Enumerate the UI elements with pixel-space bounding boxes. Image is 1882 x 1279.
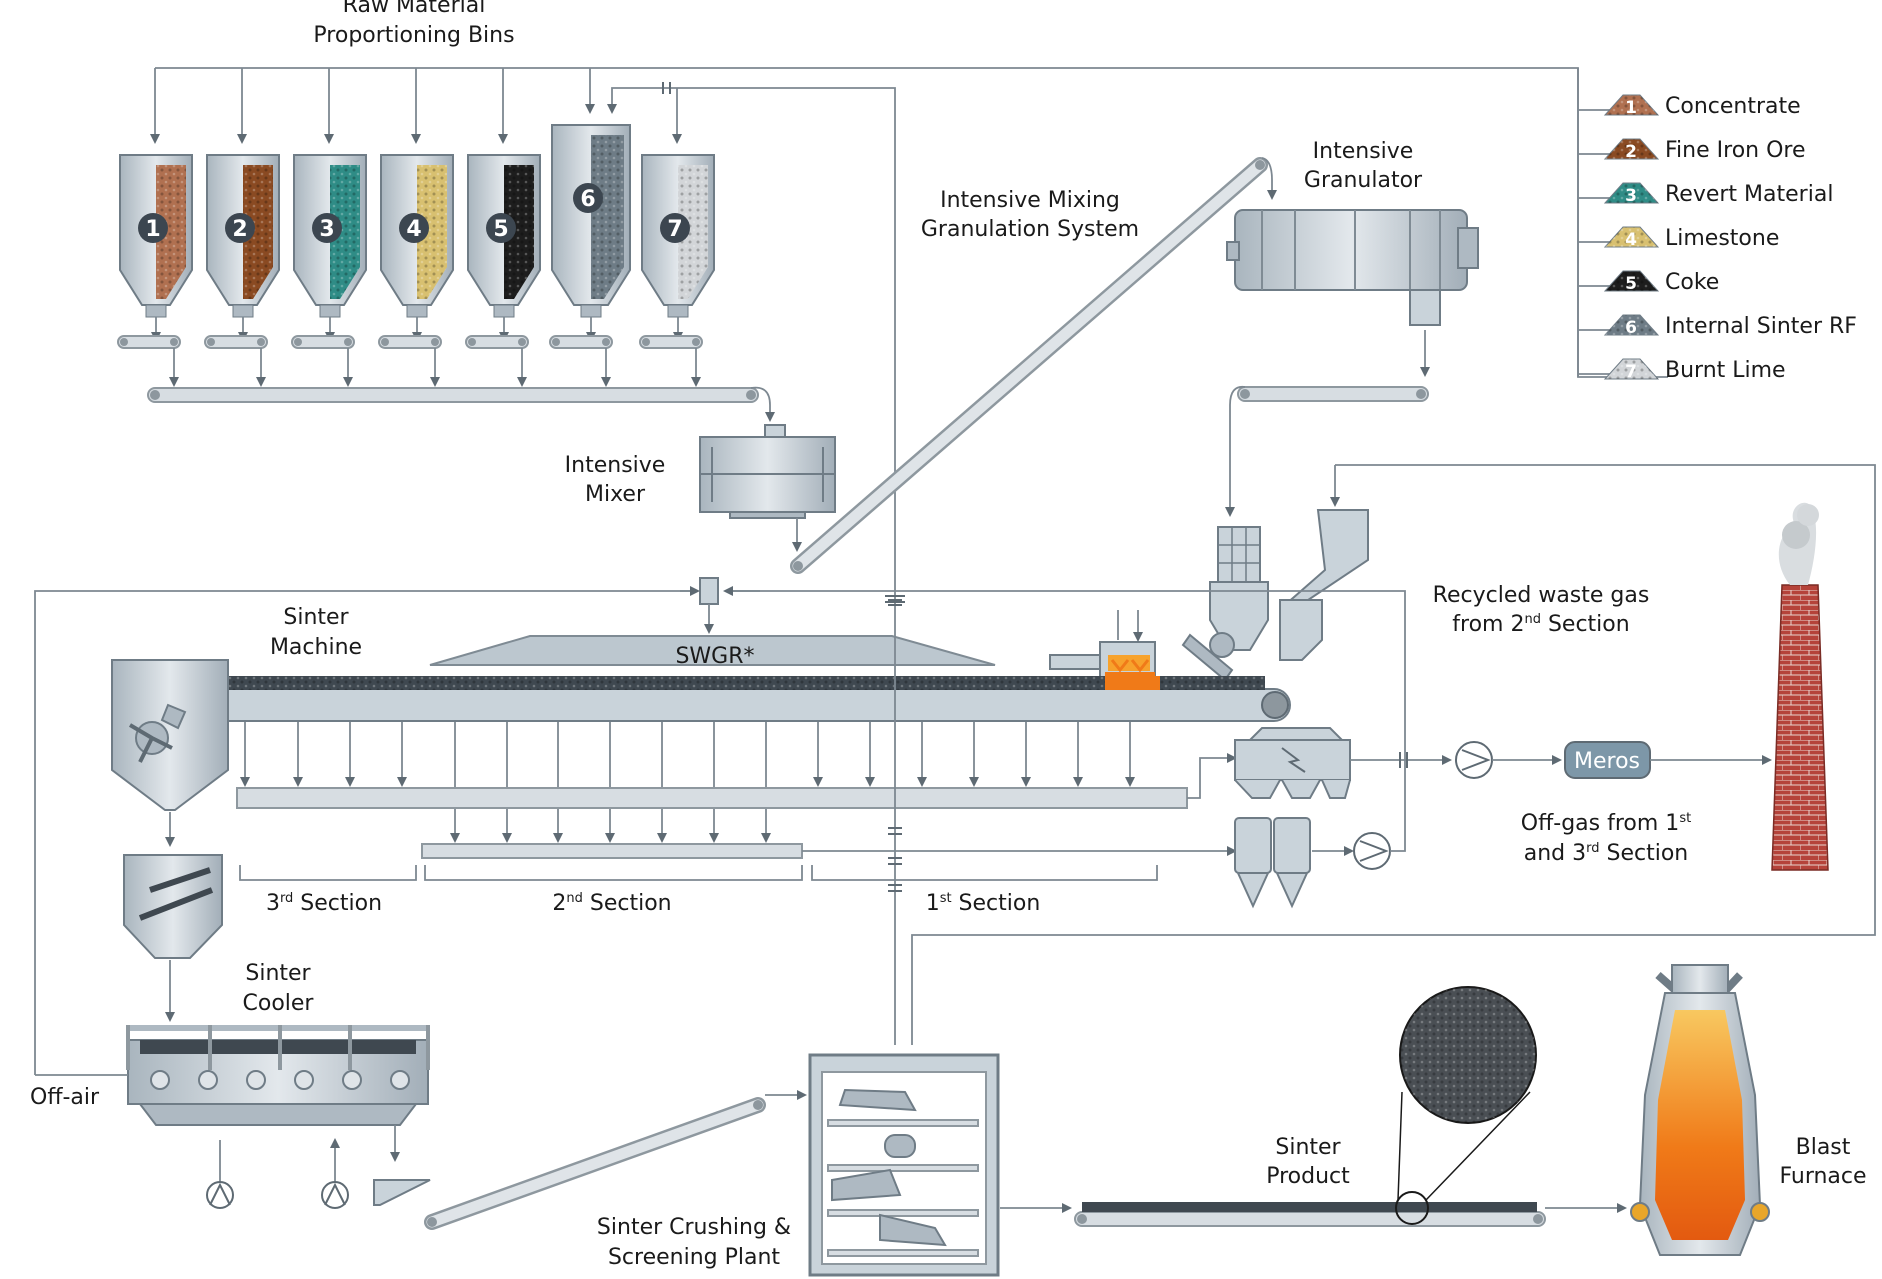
- label-cooler-line1: Sinter: [245, 961, 311, 986]
- blast-furnace: [1630, 964, 1770, 1256]
- sinter-machine: [184, 676, 1291, 722]
- bin-number: 2: [232, 217, 247, 242]
- legend-number: 3: [1625, 186, 1637, 206]
- feed-hoppers: [911, 464, 1876, 1045]
- legend-label: Concentrate: [1665, 94, 1801, 119]
- label-sinter-machine-line1: Sinter: [283, 605, 349, 630]
- label-swgr: SWGR*: [675, 644, 754, 669]
- label-bf-line2: Furnace: [1779, 1164, 1866, 1189]
- legend: 1 Concentrate 2 Fine Iron Ore 3 Revert Materi…: [1603, 94, 1857, 383]
- bin-number: 7: [667, 217, 682, 242]
- legend-item: 6 Internal Sinter RF: [1603, 314, 1857, 339]
- label-product-line1: Sinter: [1275, 1135, 1341, 1160]
- label-meros: Meros: [1574, 749, 1640, 774]
- label-cooler-line2: Cooler: [243, 991, 315, 1016]
- legend-number: 1: [1625, 98, 1637, 118]
- label-offgas-line2: and 3rd Section: [1524, 841, 1689, 866]
- label-crushing-line2: Screening Plant: [608, 1245, 780, 1270]
- swgr-feed-box: [699, 577, 719, 605]
- legend-tree: [1577, 68, 1610, 377]
- legend-number: 5: [1625, 274, 1637, 294]
- crusher-incline-conveyor: [373, 1090, 807, 1230]
- bin-number: 1: [145, 217, 160, 242]
- label-section3: 3rd Section: [266, 891, 382, 916]
- fan-icon: [321, 1181, 349, 1209]
- ignition-hood: [1049, 610, 1156, 687]
- proportioning-bins: 1 2 3 4 5 6 7: [119, 124, 715, 342]
- crushing-screening-plant: [808, 1053, 1072, 1277]
- product-conveyor: [1074, 986, 1627, 1227]
- bin-number: 5: [493, 217, 508, 242]
- legend-number: 2: [1625, 142, 1637, 162]
- fans: [1353, 741, 1772, 870]
- legend-item: 7 Burnt Lime: [1603, 358, 1786, 383]
- swgr-hood: [429, 577, 996, 666]
- legend-item: 5 Coke: [1603, 270, 1719, 295]
- title-line1: Raw Material: [343, 0, 486, 18]
- bin-number: 6: [580, 187, 595, 212]
- electrostatic-precipitator: [1234, 727, 1452, 799]
- label-granulator-line1: Intensive: [1313, 139, 1414, 164]
- legend-label: Revert Material: [1665, 182, 1833, 207]
- legend-number: 6: [1625, 318, 1637, 338]
- granulation-incline-conveyor: [790, 157, 1277, 574]
- legend-label: Limestone: [1665, 226, 1779, 251]
- section-brackets: [239, 599, 1158, 1045]
- legend-number: 7: [1625, 362, 1637, 382]
- granulator-conveyor: [1225, 385, 1429, 517]
- intensive-granulator: [1226, 209, 1479, 377]
- label-section2: 2nd Section: [552, 891, 671, 916]
- collecting-conveyor: [147, 387, 759, 403]
- bin-number: 4: [406, 217, 421, 242]
- label-recycled-line1: Recycled waste gas: [1433, 583, 1650, 608]
- windbox-legs: [240, 722, 1135, 843]
- label-off-air: Off-air: [30, 1085, 100, 1110]
- legend-item: 1 Concentrate: [1603, 94, 1801, 119]
- discharge-crusher: [111, 659, 229, 847]
- recycled-gas-loop: [34, 586, 1406, 1075]
- bin-7: 7: [641, 154, 715, 318]
- bin-6: 6: [551, 124, 631, 318]
- bin-conveyors: [117, 335, 775, 422]
- label-granulator-line2: Granulator: [1304, 168, 1423, 193]
- cyclones: [1234, 817, 1354, 909]
- hot-sieve: [123, 854, 223, 1022]
- label-mixing-line2: Granulation System: [921, 217, 1139, 242]
- main-duct-3rd-1st: [236, 787, 1188, 809]
- chimney-stack: [1771, 502, 1829, 871]
- duct-2nd: [421, 843, 803, 859]
- label-recycled-line2: from 2nd Section: [1452, 612, 1629, 637]
- legend-number: 4: [1625, 230, 1637, 250]
- label-crushing-line1: Sinter Crushing &: [597, 1215, 791, 1240]
- title-line2: Proportioning Bins: [313, 23, 514, 48]
- label-offgas-line1: Off-gas from 1st: [1521, 811, 1691, 836]
- legend-item: 3 Revert Material: [1603, 182, 1833, 207]
- legend-item: 4 Limestone: [1603, 226, 1779, 251]
- bin-2: 2: [206, 154, 280, 318]
- legend-item: 2 Fine Iron Ore: [1603, 138, 1806, 163]
- label-mixing-line1: Intensive Mixing: [940, 188, 1120, 213]
- sinter-cooler: [35, 1025, 430, 1185]
- intensive-mixer: [699, 424, 836, 552]
- label-sinter-machine-line2: Machine: [270, 635, 362, 660]
- label-mixer-line1: Intensive: [565, 453, 666, 478]
- bin-number: 3: [319, 217, 334, 242]
- legend-label: Internal Sinter RF: [1665, 314, 1857, 339]
- bin-5: 5: [467, 154, 541, 318]
- label-mixer-line2: Mixer: [585, 482, 646, 507]
- bin-1: 1: [119, 154, 193, 318]
- bin-3: 3: [293, 154, 367, 318]
- bin-4: 4: [380, 154, 454, 318]
- label-section1: 1st Section: [926, 891, 1041, 916]
- label-product-line2: Product: [1266, 1164, 1350, 1189]
- legend-label: Burnt Lime: [1665, 358, 1786, 383]
- legend-label: Coke: [1665, 270, 1719, 295]
- waste-gas-ducts: [236, 753, 1237, 859]
- label-bf-line1: Blast: [1796, 1135, 1851, 1160]
- fan-icon: [206, 1181, 234, 1209]
- legend-label: Fine Iron Ore: [1665, 138, 1806, 163]
- cooler-fans: [206, 1181, 349, 1209]
